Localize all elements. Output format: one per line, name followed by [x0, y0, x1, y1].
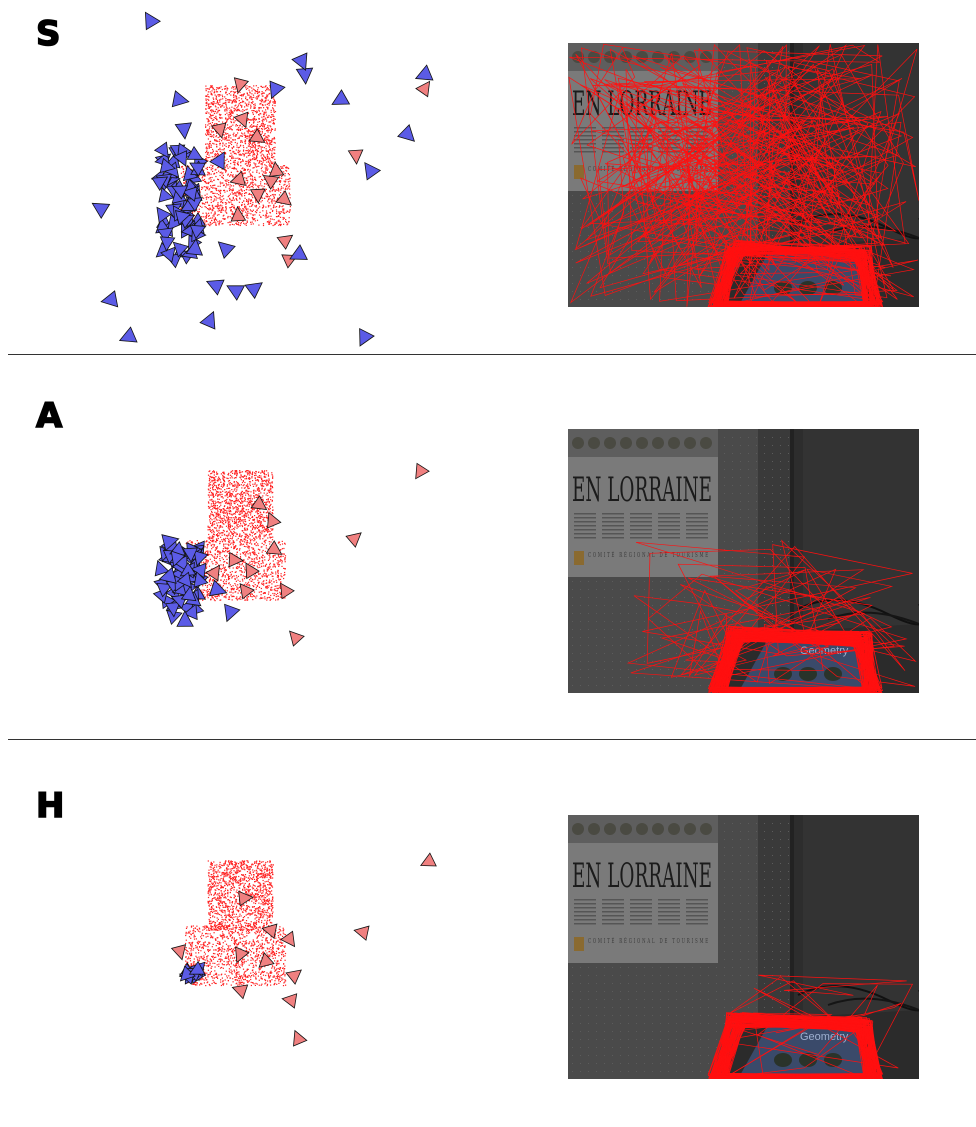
- camera-icon: [354, 926, 369, 940]
- reconstruction-view: [80, 386, 480, 736]
- panel-a: A EN LORRAINE COMITÉ RÉGIONAL DE TOURISME…: [0, 386, 976, 741]
- camera-point-cloud: [80, 0, 480, 350]
- camera-icon: [225, 604, 240, 621]
- camera-icon: [175, 123, 191, 139]
- camera-point-cloud: [80, 386, 480, 736]
- poster-title: EN LORRAINE: [572, 470, 712, 510]
- camera-icon: [155, 142, 169, 157]
- camera-icon: [292, 53, 307, 70]
- camera-icon: [346, 533, 361, 547]
- camera-icon: [120, 327, 137, 342]
- panel-label: A: [36, 396, 63, 436]
- camera-icon: [259, 953, 274, 967]
- camera-point-cloud: [80, 772, 480, 1122]
- panel-label: S: [36, 14, 62, 54]
- camera-icon: [172, 945, 186, 960]
- poster-subtitle: COMITÉ RÉGIONAL DE TOURISME: [588, 550, 710, 559]
- camera-icon: [227, 286, 244, 300]
- camera-icon: [348, 150, 362, 164]
- divider: [8, 739, 976, 740]
- camera-icon: [232, 985, 247, 999]
- camera-icon: [290, 631, 305, 646]
- camera-icon: [365, 163, 381, 180]
- camera-icon: [200, 312, 215, 329]
- camera-icon: [421, 853, 436, 866]
- camera-icon: [360, 329, 375, 346]
- camera-icon: [270, 162, 284, 176]
- camera-icon: [172, 91, 189, 107]
- poster-title: EN LORRAINE: [572, 856, 712, 896]
- panel-h: H EN LORRAINE COMITÉ RÉGIONAL DE TOURISME…: [0, 772, 976, 1127]
- camera-icon: [101, 291, 118, 307]
- camera-icon: [398, 125, 415, 142]
- camera-icon: [234, 78, 248, 93]
- camera-icon: [268, 513, 281, 528]
- camera-icon: [281, 583, 294, 598]
- camera-icon: [218, 242, 235, 258]
- camera-icon: [245, 283, 262, 299]
- reconstruction-view: [80, 772, 480, 1122]
- camera-icon: [296, 68, 312, 84]
- camera-icon: [332, 90, 349, 105]
- camera-icon: [282, 994, 297, 1008]
- camera-icon: [277, 235, 292, 249]
- camera-icon: [416, 65, 433, 80]
- camera-icon: [294, 1031, 307, 1046]
- camera-icon: [266, 541, 281, 555]
- camera-icon: [270, 81, 285, 98]
- camera-icon: [416, 463, 429, 478]
- camera-icon: [206, 565, 220, 580]
- camera-icon: [145, 12, 160, 29]
- panel-label: H: [36, 786, 65, 826]
- reconstruction-view: [80, 0, 480, 350]
- poster-subtitle: COMITÉ RÉGIONAL DE TOURISME: [588, 936, 710, 945]
- camera-icon: [290, 245, 307, 260]
- divider: [8, 354, 976, 355]
- camera-icon: [286, 970, 301, 984]
- camera-icon: [207, 280, 224, 295]
- camera-icon: [92, 203, 109, 218]
- camera-icon: [416, 81, 430, 96]
